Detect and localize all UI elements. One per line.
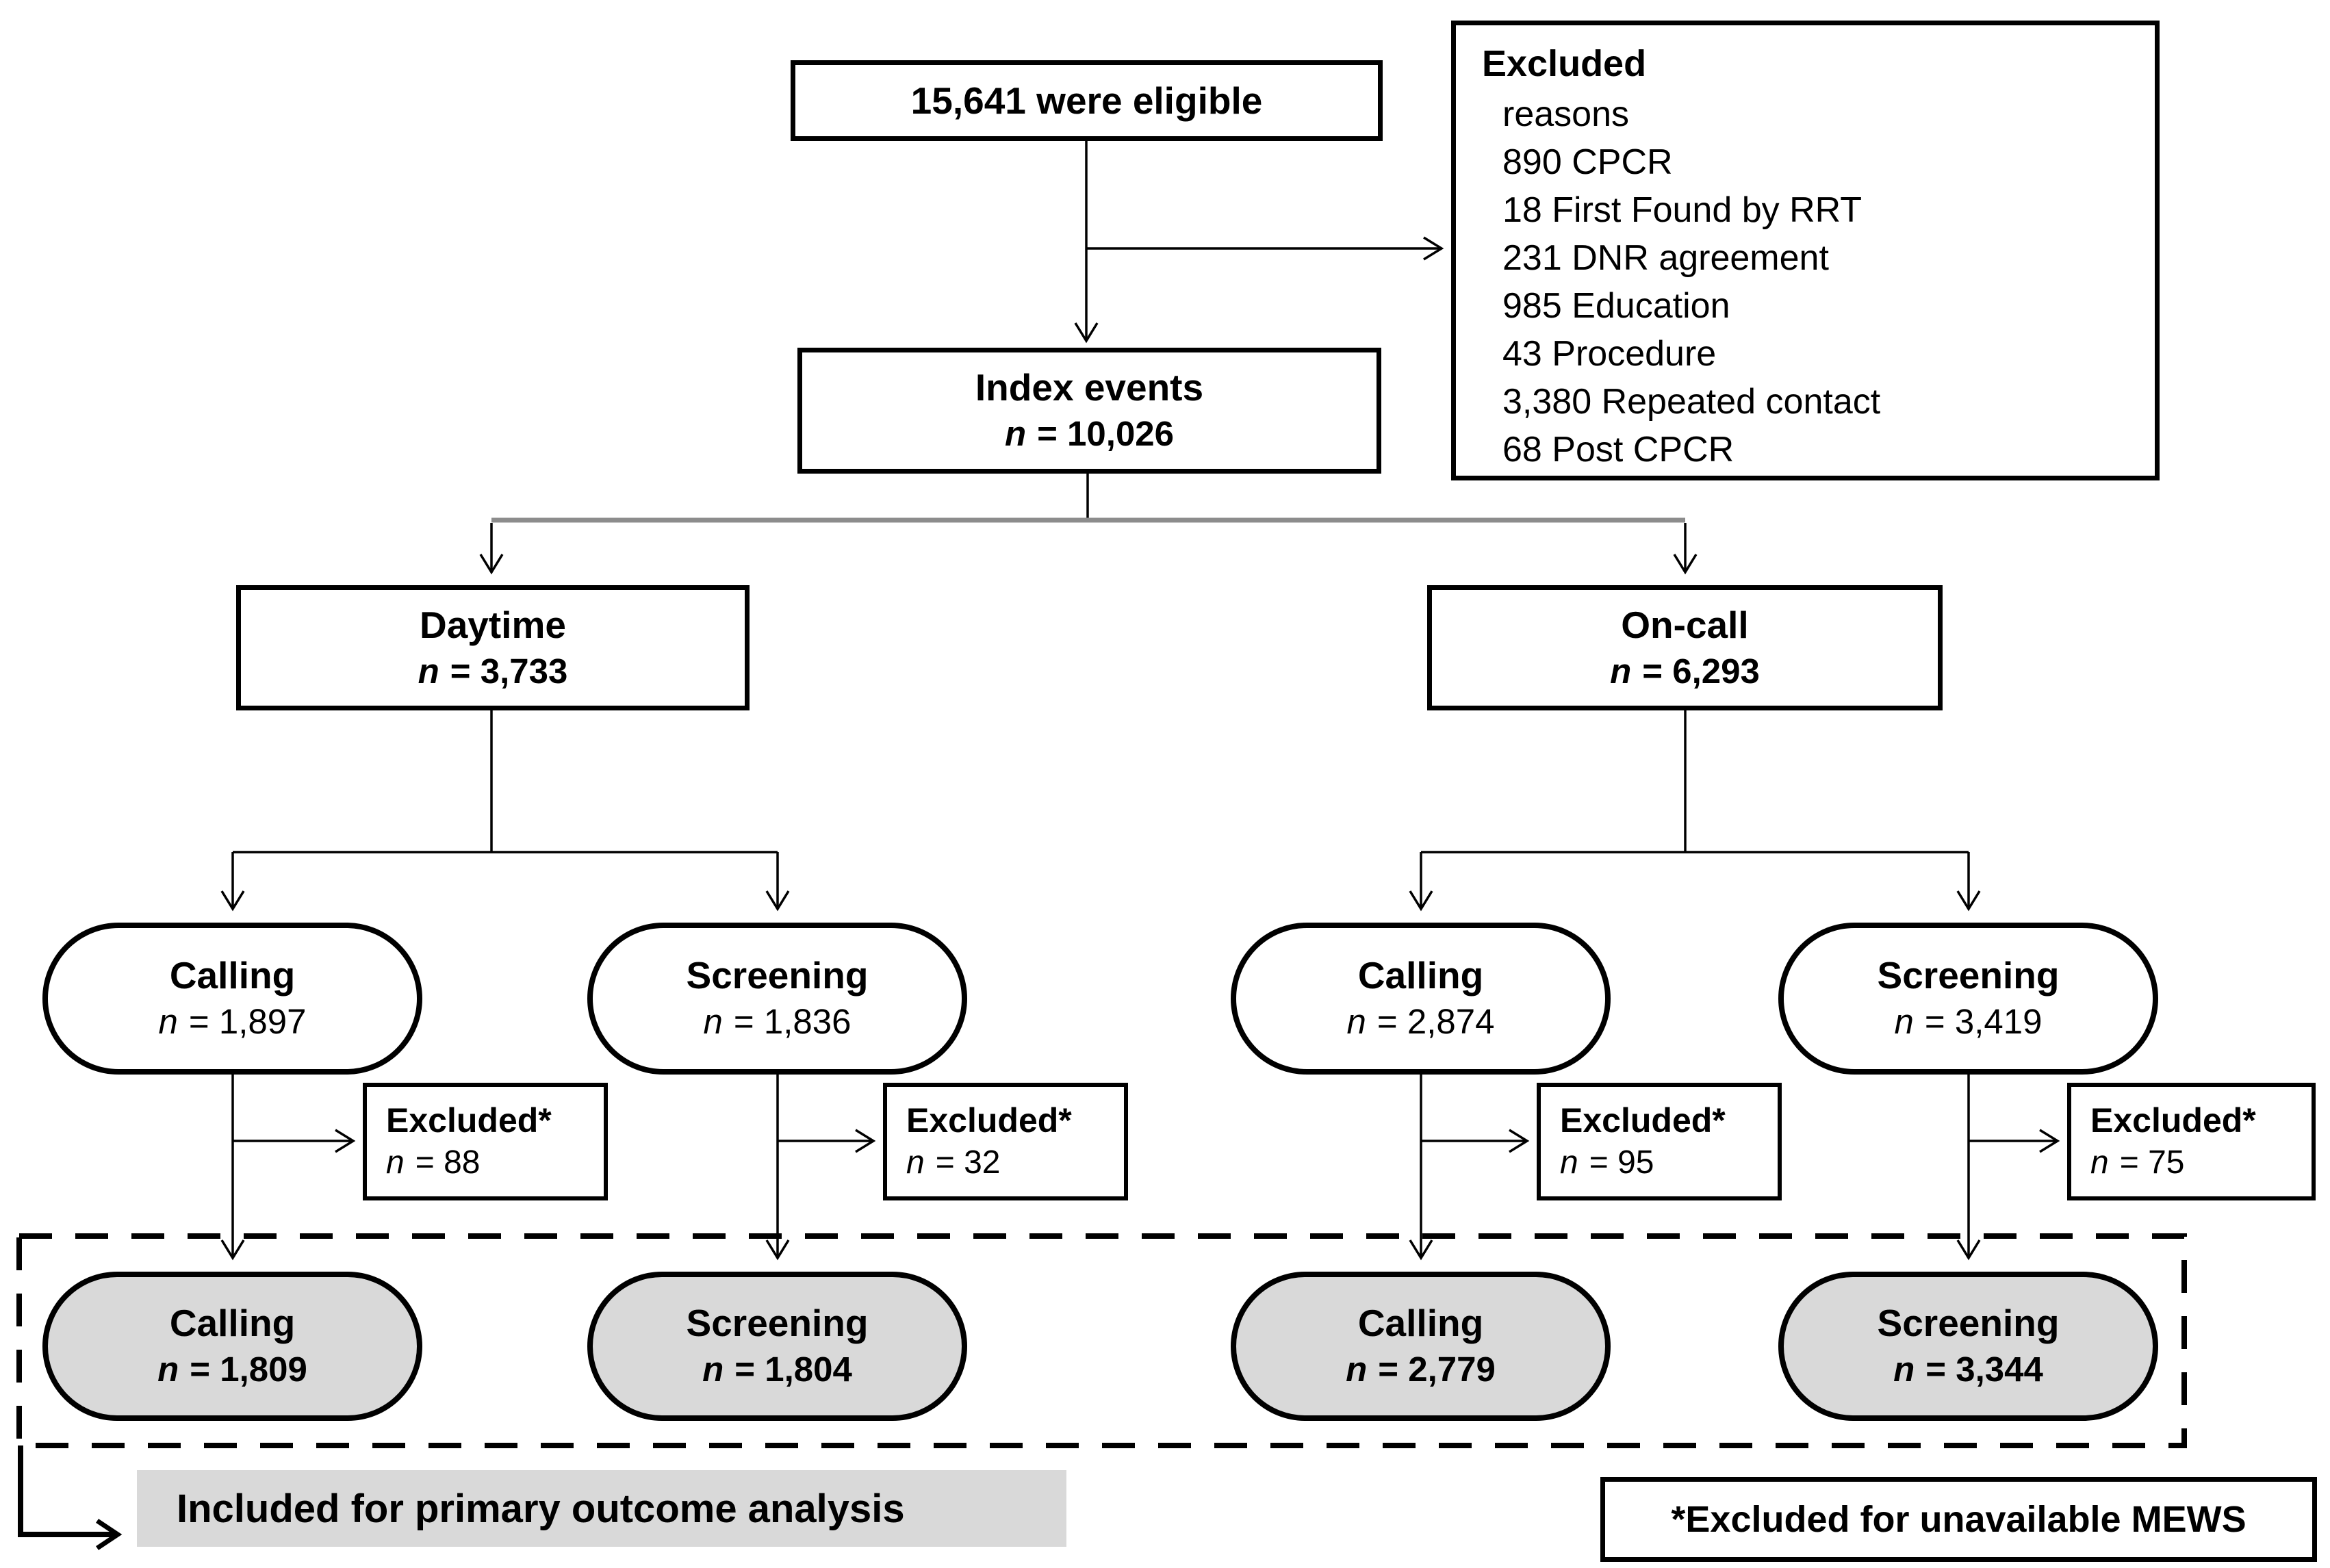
n-value: = 3,344 — [1925, 1350, 2043, 1389]
excluded-reason-item: 43 Procedure — [1502, 333, 1717, 374]
n-value: = 75 — [2119, 1144, 2185, 1181]
pill-label: Screening — [1877, 954, 2060, 997]
excluded-label: Excluded* — [906, 1101, 1072, 1140]
pill-n: n = 1,897 — [159, 999, 307, 1044]
node-excluded-daytime-screening: Excluded* n = 32 — [883, 1083, 1128, 1200]
node-oncall-screening: Screening n = 3,419 — [1778, 923, 2158, 1075]
pill-n: n = 2,874 — [1347, 999, 1495, 1044]
n-value: = 95 — [1589, 1144, 1654, 1181]
node-excluded-reasons: Excluded reasons 890 CPCR 18 First Found… — [1451, 21, 2160, 480]
n-symbol: n — [1610, 651, 1632, 691]
node-oncall: On-call n = 6,293 — [1427, 585, 1943, 710]
n-value: = 1,836 — [733, 1002, 852, 1042]
excluded-reasons-title: Excluded — [1482, 43, 1647, 84]
pill-label: Screening — [686, 1302, 869, 1345]
excluded-n: n = 32 — [906, 1142, 1000, 1184]
n-symbol: n — [418, 651, 439, 691]
n-symbol: n — [1560, 1144, 1578, 1181]
n-value: = 2,874 — [1377, 1002, 1495, 1042]
pill-label: Calling — [169, 1302, 296, 1345]
n-value: = 2,779 — [1378, 1350, 1496, 1389]
n-value: = 1,897 — [188, 1002, 307, 1042]
excluded-reason-item: 3,380 Repeated contact — [1502, 381, 1881, 422]
n-value: = 3,733 — [450, 651, 568, 691]
n-symbol: n — [2090, 1144, 2109, 1181]
daytime-n: n = 3,733 — [418, 649, 568, 694]
n-symbol: n — [702, 1350, 724, 1389]
node-final-daytime-calling: Calling n = 1,809 — [42, 1272, 422, 1421]
n-symbol: n — [906, 1144, 925, 1181]
excluded-n: n = 88 — [386, 1142, 480, 1184]
eligible-label: 15,641 were eligible — [910, 79, 1263, 122]
node-final-oncall-calling: Calling n = 2,779 — [1231, 1272, 1611, 1421]
pill-n: n = 3,419 — [1895, 999, 2043, 1044]
n-value: = 1,809 — [190, 1350, 307, 1389]
n-symbol: n — [386, 1144, 405, 1181]
n-value: = 88 — [415, 1144, 481, 1181]
excluded-n: n = 95 — [1560, 1142, 1654, 1184]
excluded-reason-item: 68 Post CPCR — [1502, 429, 1734, 470]
node-daytime-screening: Screening n = 1,836 — [587, 923, 967, 1075]
dashed-analysis-region — [16, 1233, 2187, 1448]
node-final-oncall-screening: Screening n = 3,344 — [1778, 1272, 2158, 1421]
excluded-reason-item: 890 CPCR — [1502, 142, 1673, 182]
mews-footnote-box: *Excluded for unavailable MEWS — [1600, 1477, 2317, 1562]
mews-footnote-text: *Excluded for unavailable MEWS — [1671, 1499, 2246, 1540]
excluded-label: Excluded* — [1560, 1101, 1726, 1140]
node-eligible: 15,641 were eligible — [791, 60, 1383, 141]
oncall-label: On-call — [1621, 603, 1749, 646]
pill-label: Calling — [1357, 954, 1484, 997]
n-symbol: n — [1346, 1350, 1368, 1389]
node-excluded-oncall-screening: Excluded* n = 75 — [2067, 1083, 2316, 1200]
node-oncall-calling: Calling n = 2,874 — [1231, 923, 1611, 1075]
index-events-label: Index events — [975, 366, 1204, 409]
n-value: = 1,804 — [734, 1350, 852, 1389]
excluded-reason-item: reasons — [1502, 94, 1629, 134]
n-symbol: n — [1893, 1350, 1915, 1389]
index-events-n: n = 10,026 — [1005, 411, 1174, 457]
node-daytime: Daytime n = 3,733 — [236, 585, 750, 710]
excluded-reason-item: 985 Education — [1502, 285, 1730, 326]
n-value: = 6,293 — [1642, 651, 1760, 691]
daytime-label: Daytime — [420, 603, 566, 646]
node-excluded-oncall-calling: Excluded* n = 95 — [1537, 1083, 1782, 1200]
pill-label: Calling — [169, 954, 296, 997]
pill-n: n = 1,809 — [157, 1347, 307, 1392]
n-value: = 10,026 — [1037, 414, 1175, 454]
pill-n: n = 1,836 — [704, 999, 852, 1044]
n-value: = 32 — [935, 1144, 1001, 1181]
n-symbol: n — [158, 1002, 178, 1042]
pill-label: Calling — [1357, 1302, 1484, 1345]
node-index-events: Index events n = 10,026 — [797, 348, 1381, 474]
line-to-included-label — [18, 1445, 123, 1550]
node-final-daytime-screening: Screening n = 1,804 — [587, 1272, 967, 1421]
n-symbol: n — [1346, 1002, 1366, 1042]
pill-n: n = 1,804 — [702, 1347, 852, 1392]
oncall-n: n = 6,293 — [1610, 649, 1760, 694]
excluded-label: Excluded* — [2090, 1101, 2256, 1140]
node-daytime-calling: Calling n = 1,897 — [42, 923, 422, 1075]
excluded-n: n = 75 — [2090, 1142, 2184, 1184]
excluded-label: Excluded* — [386, 1101, 552, 1140]
pill-n: n = 3,344 — [1893, 1347, 2043, 1392]
n-symbol: n — [157, 1350, 179, 1389]
pill-label: Screening — [1877, 1302, 2060, 1345]
n-value: = 3,419 — [1924, 1002, 2043, 1042]
excluded-reason-item: 18 First Found by RRT — [1502, 190, 1862, 230]
n-symbol: n — [1894, 1002, 1914, 1042]
pill-n: n = 2,779 — [1346, 1347, 1496, 1392]
included-for-analysis-label: Included for primary outcome analysis — [137, 1470, 1066, 1547]
n-symbol: n — [703, 1002, 723, 1042]
n-symbol: n — [1004, 414, 1027, 454]
pill-label: Screening — [686, 954, 869, 997]
node-excluded-daytime-calling: Excluded* n = 88 — [363, 1083, 608, 1200]
excluded-reason-item: 231 DNR agreement — [1502, 237, 1829, 278]
